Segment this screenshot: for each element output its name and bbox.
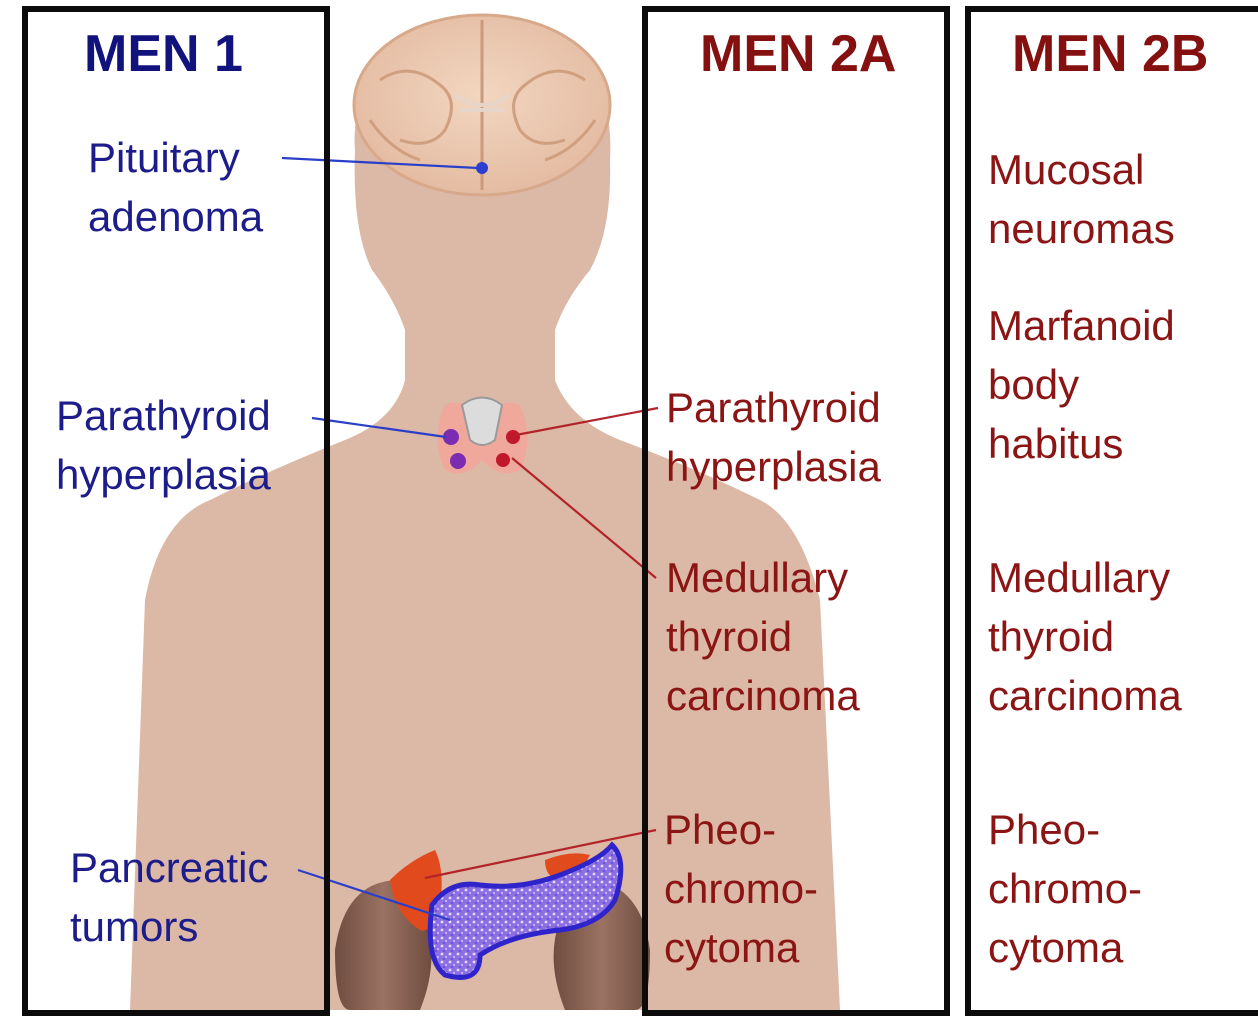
men2b-mucosal-label: Mucosal neuromas bbox=[988, 140, 1175, 258]
men2a-title: MEN 2A bbox=[700, 24, 896, 84]
men2a-pheo-label: Pheo- chromo- cytoma bbox=[664, 800, 818, 977]
men2a-parathyroid-label: Parathyroid hyperplasia bbox=[666, 378, 881, 496]
men2b-title: MEN 2B bbox=[1012, 24, 1208, 84]
men2b-marfanoid-label: Marfanoid body habitus bbox=[988, 296, 1175, 473]
men1-title: MEN 1 bbox=[84, 24, 243, 84]
men2b-pheo-label: Pheo- chromo- cytoma bbox=[988, 800, 1142, 977]
men2a-medullary-label: Medullary thyroid carcinoma bbox=[666, 548, 860, 725]
men1-pituitary-label: Pituitary adenoma bbox=[88, 128, 263, 246]
brain-illustration bbox=[354, 15, 610, 195]
men1-pancreatic-label: Pancreatic tumors bbox=[70, 838, 268, 956]
men1-parathyroid-label: Parathyroid hyperplasia bbox=[56, 386, 271, 504]
men2b-medullary-label: Medullary thyroid carcinoma bbox=[988, 548, 1182, 725]
